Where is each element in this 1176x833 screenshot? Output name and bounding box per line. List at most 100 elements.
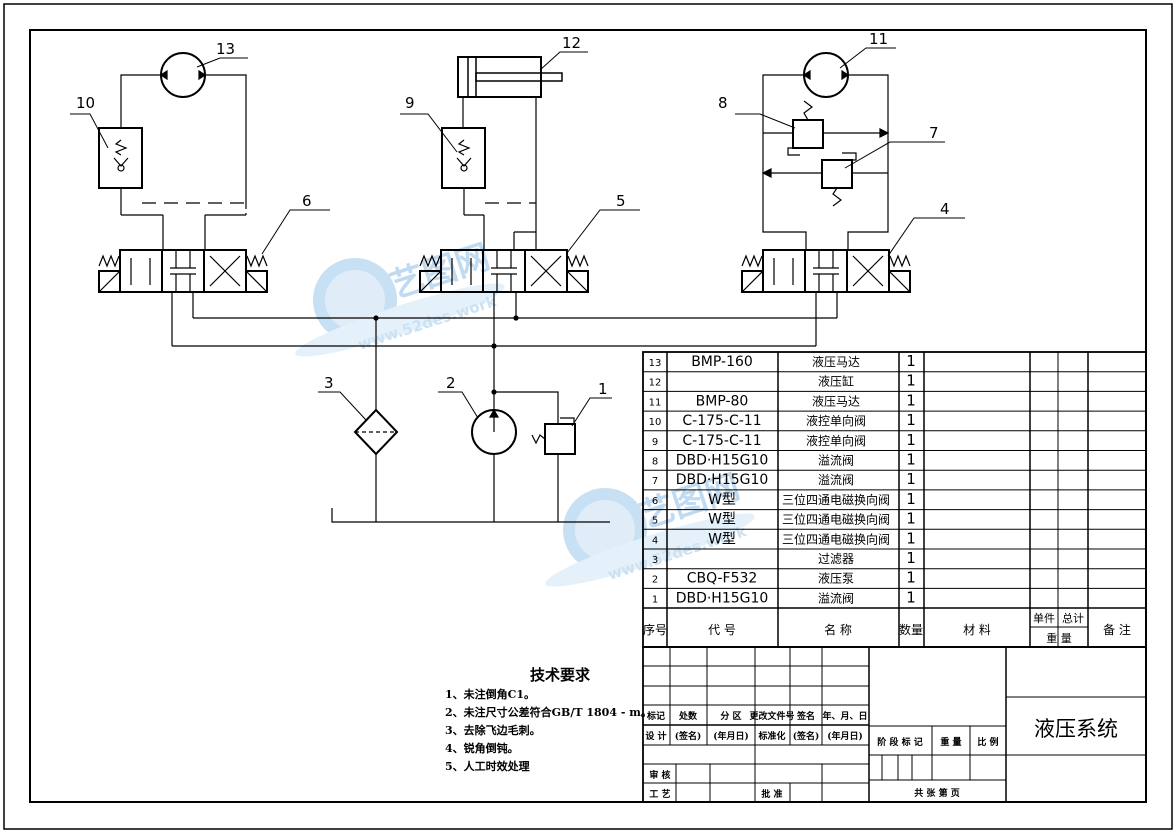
bom-cell-no: 5 <box>652 516 658 527</box>
bom-cell-no: 4 <box>652 535 658 546</box>
tb-label-change: 更改文件号 <box>749 710 794 722</box>
inner-border <box>29 29 1147 803</box>
tb-scale: 比 例 <box>977 736 998 748</box>
watermark-1: 艺图网 www.52des.work <box>295 237 505 357</box>
bom-cell-qty: 1 <box>906 470 916 488</box>
tb-label-zone: 分 区 <box>720 710 741 722</box>
bom-header-qty: 数量 <box>899 622 923 637</box>
cylinder-12 <box>457 56 563 98</box>
tb-weight: 重 量 <box>940 736 961 748</box>
bom-cell-name: 液压马达 <box>812 354 860 369</box>
bom-header-weight: 重 量 <box>1046 631 1072 645</box>
relief-valve-7 <box>761 152 888 207</box>
directional-valve-4 <box>741 249 911 293</box>
bom-cell-no: 6 <box>652 496 658 507</box>
bom-cell-qty: 1 <box>906 529 916 547</box>
bom-cell-no: 12 <box>649 378 662 389</box>
bom-cell-name: 溢流阀 <box>818 591 854 605</box>
balloon-1: 1 <box>598 380 608 398</box>
bom-cell-name: 三位四通电磁换向阀 <box>782 512 890 527</box>
tech-item-4: 4、锐角倒钝。 <box>445 741 519 755</box>
bom-cell-no: 9 <box>652 437 658 448</box>
tb-approve: 批 准 <box>761 788 782 800</box>
tb-review: 审 核 <box>649 769 670 781</box>
bom-header-remark: 备 注 <box>1103 622 1131 637</box>
tb-process: 工 艺 <box>649 788 670 800</box>
bom-cell-qty: 1 <box>906 510 916 528</box>
tb-label-mark: 标记 <box>646 710 665 722</box>
tb-design-sign: (签名) <box>675 730 702 742</box>
bom-cell-name: 液压马达 <box>812 393 860 408</box>
directional-valve-6 <box>98 249 268 293</box>
balloon-12: 12 <box>562 34 581 52</box>
bom-cell-qty: 1 <box>906 431 916 449</box>
bom-cell-code: C-175-C-11 <box>682 433 761 449</box>
bom-cell-name: 液压缸 <box>818 374 854 389</box>
bom-cell-name: 溢流阀 <box>818 454 854 468</box>
balloon-5: 5 <box>616 192 626 210</box>
tb-label-date: 年、月、日 <box>822 710 867 722</box>
tech-item-2: 2、未注尺寸公差符合GB/T 1804 - m。 <box>445 705 652 719</box>
bom-header-code: 代 号 <box>708 623 736 637</box>
hydraulic-circuit <box>98 52 911 523</box>
technical-requirements: 技术要求 1、未注倒角C1。 2、未注尺寸公差符合GB/T 1804 - m。 … <box>445 666 652 773</box>
balloon-8: 8 <box>718 94 728 112</box>
bom-cell-no: 2 <box>652 575 658 586</box>
bom-cell-name: 三位四通电磁换向阀 <box>782 492 890 507</box>
tb-design: 设 计 <box>645 730 666 742</box>
bom-cell-code: DBD·H15G10 <box>676 590 769 606</box>
tb-design-date: (年月日) <box>713 730 749 742</box>
balloon-4: 4 <box>940 200 950 218</box>
bom-cell-code: DBD·H15G10 <box>676 472 769 488</box>
balloon-7: 7 <box>929 124 939 142</box>
check-valve-9 <box>441 127 486 189</box>
bom-cell-no: 3 <box>652 555 658 566</box>
bom-cell-qty: 1 <box>906 411 916 429</box>
bom-cell-name: 过滤器 <box>818 552 854 566</box>
title-block: 标记 处数 分 区 更改文件号 签名 年、月、日 设 计 (签名) (年月日) … <box>642 646 1147 803</box>
tb-standard-sign: (签名) <box>793 730 820 742</box>
bom-cell-no: 13 <box>649 358 662 369</box>
filter-3 <box>353 408 399 456</box>
bom-cell-no: 1 <box>652 594 658 605</box>
bom-cell-name: 液控单向阀 <box>806 413 866 428</box>
balloon-13: 13 <box>216 40 235 58</box>
bom-cell-name: 三位四通电磁换向阀 <box>782 531 890 546</box>
bom-cell-qty: 1 <box>906 569 916 587</box>
bom-cell-qty: 1 <box>906 588 916 606</box>
tb-sheets: 共 张 第 页 <box>914 787 959 799</box>
bom-cell-no: 11 <box>649 397 662 408</box>
bom-cell-qty: 1 <box>906 490 916 508</box>
balloon-9: 9 <box>405 94 415 112</box>
bom-header-total: 总计 <box>1062 611 1084 625</box>
bom-cell-name: 液压泵 <box>818 571 854 586</box>
balloon-callouts <box>70 47 965 427</box>
balloon-6: 6 <box>302 192 312 210</box>
outer-border <box>3 3 1173 830</box>
bom-cell-qty: 1 <box>906 451 916 469</box>
bom-cell-code: BMP-80 <box>696 393 749 409</box>
tech-item-3: 3、去除飞边毛刺。 <box>445 723 541 737</box>
check-valve-10 <box>98 127 143 189</box>
bom-cell-name: 液控单向阀 <box>806 433 866 448</box>
tech-title: 技术要求 <box>530 666 591 684</box>
balloon-3: 3 <box>324 374 334 392</box>
bom-header-unit: 单件 <box>1033 612 1055 625</box>
tech-item-1: 1、未注倒角C1。 <box>445 687 535 701</box>
bom-cell-no: 10 <box>649 417 662 428</box>
bom-header-name: 名 称 <box>824 622 852 637</box>
bom-header-material: 材 料 <box>963 623 991 637</box>
tb-label-count: 处数 <box>678 710 698 722</box>
bom-cell-no: 7 <box>652 476 658 487</box>
relief-valve-1 <box>531 417 576 455</box>
bom-cell-code: BMP-160 <box>691 354 753 370</box>
bom-cell-code: W型 <box>708 512 736 528</box>
bom-cell-name: 溢流阀 <box>818 473 854 487</box>
pump-2 <box>471 408 517 455</box>
bom-cell-code: W型 <box>708 531 736 547</box>
tb-standard-date: (年月日) <box>827 730 863 742</box>
bom-cell-qty: 1 <box>906 372 916 390</box>
tb-standard: 标准化 <box>757 730 785 742</box>
